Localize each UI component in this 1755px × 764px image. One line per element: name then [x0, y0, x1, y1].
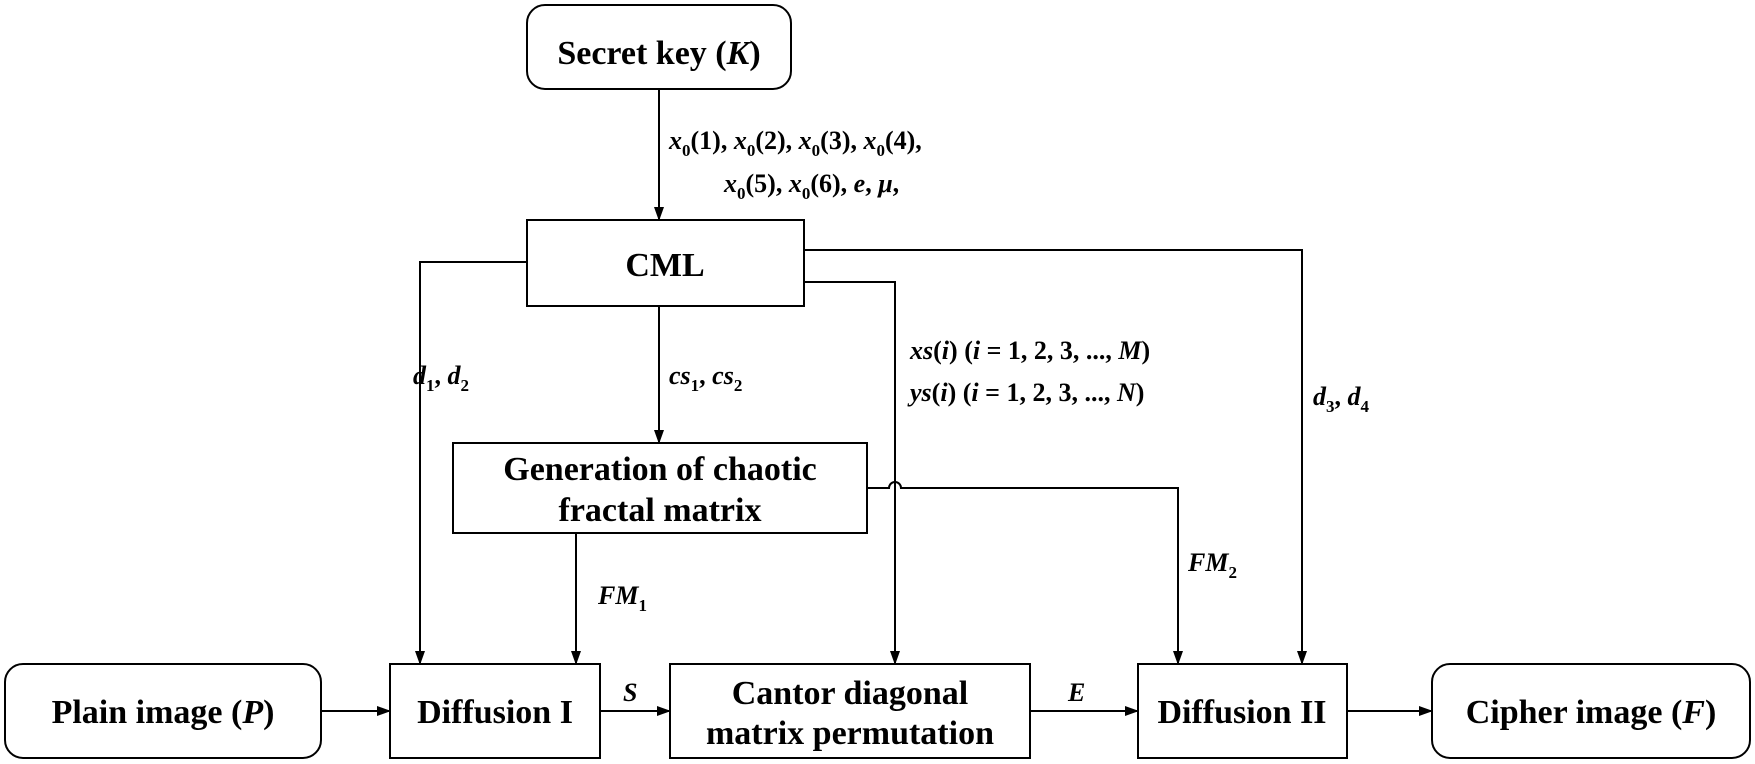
svg-text:Cantor diagonal: Cantor diagonal — [732, 675, 968, 712]
label-initial-values-line1: x0(1), x0(2), x0(3), x0(4), — [668, 126, 922, 160]
cml-node: CML — [526, 219, 805, 307]
label-d1-d2: d1, d2 — [413, 361, 469, 395]
svg-text:Secret key (K): Secret key (K) — [557, 35, 760, 72]
label-xs-sequence: xs(i) (i = 1, 2, 3, ..., M) — [909, 336, 1150, 365]
chaotic-fractal-matrix-node: Generation of chaotic fractal matrix — [452, 442, 868, 534]
label-ys-sequence: ys(i) (i = 1, 2, 3, ..., N) — [907, 378, 1144, 407]
cipher-image-node: Cipher image (F) — [1431, 663, 1751, 759]
label-cs1-cs2: cs1, cs2 — [669, 361, 742, 395]
cantor-permutation-node: Cantor diagonal matrix permutation — [669, 663, 1031, 759]
secret-key-node: Secret key (K) — [526, 4, 792, 90]
label-d3-d4: d3, d4 — [1313, 382, 1370, 416]
arrow-cml-to-cantor — [804, 281, 900, 665]
svg-text:Diffusion I: Diffusion I — [417, 694, 573, 731]
label-e: E — [1067, 678, 1085, 707]
svg-text:matrix permutation: matrix permutation — [706, 715, 994, 752]
svg-text:Generation of chaotic: Generation of chaotic — [503, 451, 817, 488]
arrow-cml-to-diffusion-two — [804, 249, 1307, 665]
label-s: S — [623, 678, 637, 707]
plain-image-node: Plain image (P) — [4, 663, 322, 759]
svg-text:fractal matrix: fractal matrix — [559, 492, 762, 529]
svg-text:Diffusion II: Diffusion II — [1157, 694, 1326, 731]
svg-text:Plain image (P): Plain image (P) — [52, 694, 275, 731]
svg-text:CML: CML — [625, 247, 704, 284]
arrow-generation-to-diffusion-two — [867, 481, 1183, 665]
arrow-cml-to-diffusion-one — [415, 261, 527, 665]
label-initial-values-line2: x0(5), x0(6), e, μ, — [723, 169, 899, 203]
diffusion-one-node: Diffusion I — [389, 663, 601, 759]
svg-text:Cipher image (F): Cipher image (F) — [1466, 694, 1717, 731]
label-fm1: FM1 — [597, 581, 647, 615]
diffusion-two-node: Diffusion II — [1137, 663, 1348, 759]
label-fm2: FM2 — [1187, 548, 1237, 582]
